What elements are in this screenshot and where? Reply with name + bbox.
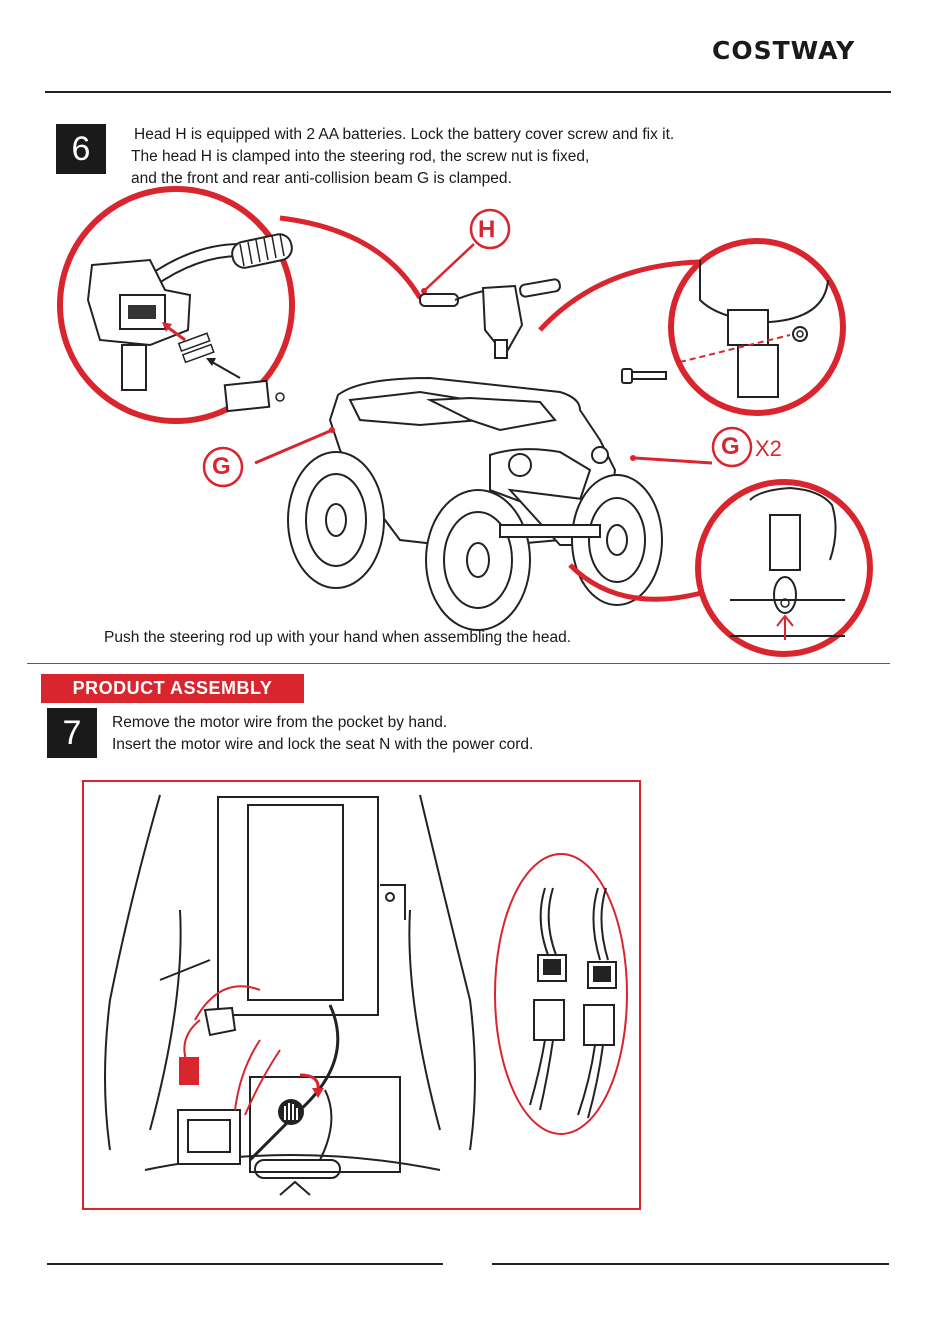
battery-detail-circle	[57, 186, 295, 424]
step-7-line-2: Insert the motor wire and lock the seat …	[112, 736, 534, 753]
brand-logo: COSTWAY	[712, 36, 856, 65]
step-7-line-1: Remove the motor wire from the pocket by…	[112, 714, 448, 731]
seat-area-drawing	[104, 794, 476, 1196]
callout-g-right	[630, 426, 753, 468]
step-6-line-2: The head H is clamped into the steering …	[131, 148, 590, 165]
callout-g-left-label: G	[212, 453, 231, 480]
steering-head-drawing	[419, 278, 561, 359]
nut-detail-circle	[668, 238, 846, 416]
callout-h-label: H	[478, 216, 496, 243]
wiring-drawing	[179, 985, 340, 1162]
bolt-drawing	[621, 368, 667, 384]
step-6-instructions: Head H is equipped with 2 AA batteries. …	[131, 124, 674, 190]
callout-g-left	[202, 427, 335, 488]
quantity-label: X2	[755, 436, 782, 461]
connector-detail-oval	[494, 853, 628, 1135]
hand-icon	[278, 1099, 304, 1125]
step-7-instructions: Remove the motor wire from the pocket by…	[112, 712, 533, 756]
callout-g-right-label: G	[721, 433, 740, 460]
atv-drawing	[287, 376, 663, 631]
section-banner: PRODUCT ASSEMBLY	[41, 674, 304, 703]
footer-rule-left	[47, 1263, 443, 1265]
step-6-badge: 6	[56, 124, 106, 174]
step-6-note: Push the steering rod up with your hand …	[104, 629, 572, 646]
step-6-line-3: and the front and rear anti-collision be…	[131, 170, 512, 187]
section-divider	[27, 663, 890, 664]
callout-h	[421, 208, 511, 294]
step-7-badge: 7	[47, 708, 97, 758]
beam-detail-circle	[695, 479, 873, 657]
header-divider	[45, 91, 891, 93]
step-6-line-1: Head H is equipped with 2 AA batteries. …	[134, 126, 675, 143]
step-7-frame	[82, 780, 641, 1210]
footer-rule-right	[492, 1263, 889, 1265]
